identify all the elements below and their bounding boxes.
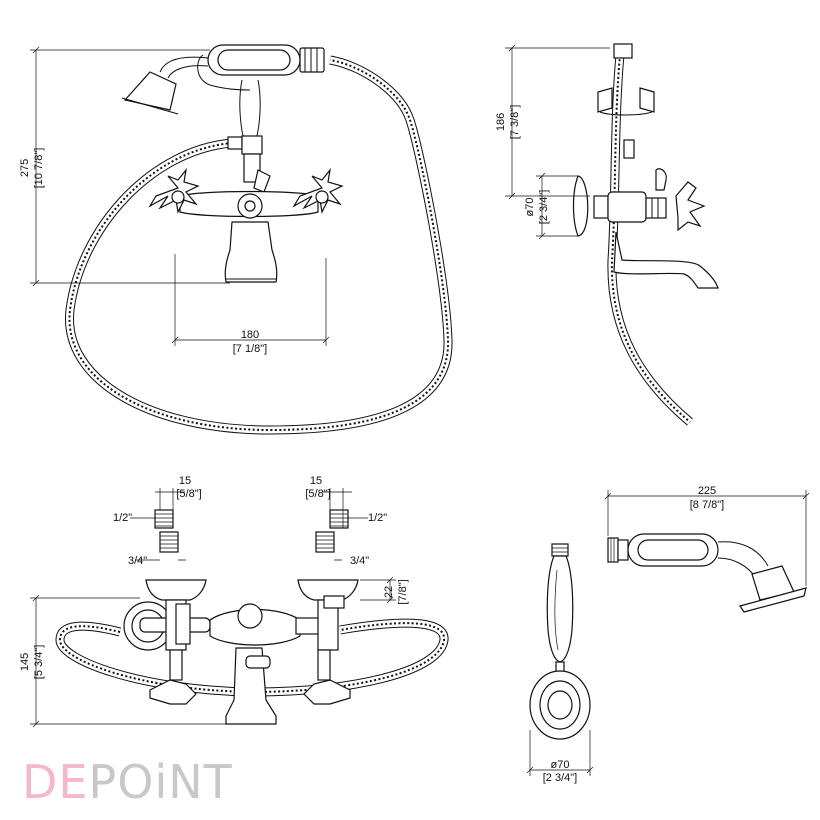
front-centers-label: 180 — [241, 329, 259, 341]
plan-right-offset-imperial-label: [5/8"] — [305, 488, 330, 500]
front-view-cross-handle-right — [292, 167, 344, 214]
handle-diameter-imperial-label: [2 3/4"] — [543, 772, 577, 784]
front-height-label: 275 — [19, 159, 31, 177]
side-view-body — [572, 43, 719, 289]
plan-escutcheon-left — [145, 579, 207, 601]
front-centers-imperial-label: [7 1/8"] — [233, 343, 267, 355]
plan-thread-detail-left — [130, 488, 186, 561]
side-diameter-imperial-label: [2 3/4"] — [538, 190, 550, 224]
front-view-hose — [65, 55, 453, 435]
plan-left-half-inch-label: 1/2" — [113, 512, 132, 524]
front-view-centers-dimension — [171, 254, 330, 346]
plan-right-three-quarter-label: 3/4" — [350, 555, 369, 567]
plan-height-label: 145 — [19, 653, 31, 671]
plan-escutcheon-imperial-label: [7/8"] — [397, 579, 409, 604]
handle-diameter-label: ø70 — [551, 759, 570, 771]
plan-right-offset-label: 15 — [310, 475, 322, 487]
front-view-height-dimension — [30, 46, 230, 287]
front-view-body — [179, 79, 319, 283]
side-view: 186 [7 3/8"] ø70 [2 3/4"] — [495, 43, 719, 426]
front-view: 275 [10 7/8"] 180 [7 1/8"] — [19, 44, 453, 435]
side-view-hose — [607, 54, 693, 426]
handshower-view — [604, 490, 810, 613]
side-diameter-label: ø70 — [524, 198, 536, 217]
plan-escutcheon-dimension — [360, 576, 396, 604]
plan-view-body — [123, 595, 351, 725]
plan-left-three-quarter-label: 3/4" — [128, 555, 147, 567]
plan-view: 15 [5/8"] 1/2" 3/4" 15 [5/8"] 1/2" 3/4" — [19, 475, 449, 728]
plan-left-offset-label: 15 — [179, 475, 191, 487]
plan-height-dimension — [30, 594, 226, 728]
handle-end-view — [526, 543, 594, 776]
front-view-handset — [121, 44, 325, 115]
side-height-imperial-label: [7 3/8"] — [509, 105, 521, 139]
front-height-imperial-label: [10 7/8"] — [33, 148, 45, 189]
handshower-length-label: 225 — [698, 485, 716, 497]
brand-logo-part2: POiNT — [89, 755, 233, 809]
brand-logo-part1: DE — [22, 755, 89, 809]
front-view-cross-handle-left — [148, 167, 200, 214]
side-height-label: 186 — [495, 113, 507, 131]
side-view-diameter-dimension — [536, 172, 578, 240]
plan-left-offset-imperial-label: [5/8"] — [176, 488, 201, 500]
plan-height-imperial-label: [5 3/4"] — [33, 645, 45, 679]
handshower-length-imperial-label: [8 7/8"] — [690, 499, 724, 511]
plan-thread-detail-right — [315, 488, 368, 561]
side-view-height-dimension — [505, 44, 610, 200]
plan-right-half-inch-label: 1/2" — [368, 512, 387, 524]
brand-logo: DEPOiNT — [22, 755, 233, 809]
plan-escutcheon-label: 22 — [383, 586, 395, 598]
